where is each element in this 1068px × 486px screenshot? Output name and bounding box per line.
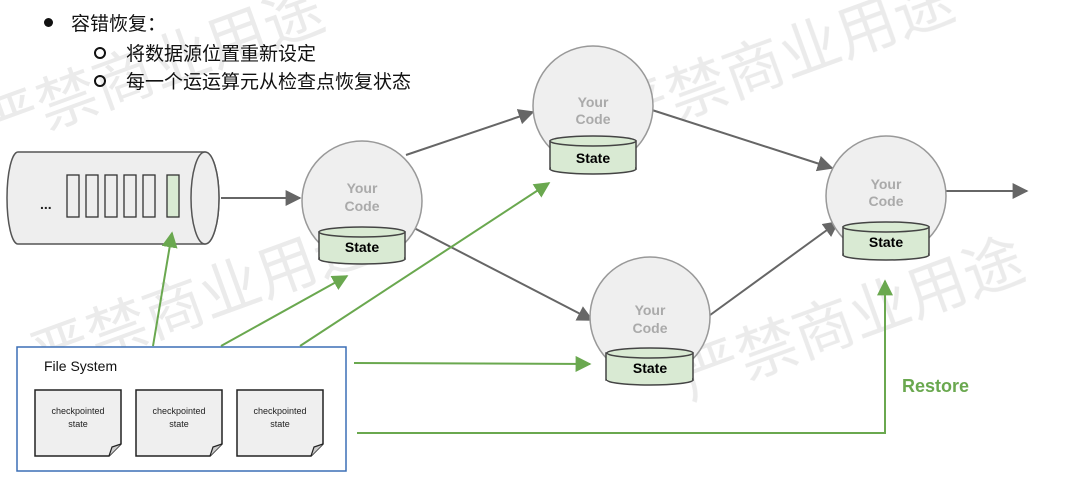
restore-arrow-op4 [357,279,893,434]
arrow-op1-to-op2 [405,109,535,156]
operator-title: Your [578,94,609,110]
operator-4: Your Code State [825,135,947,261]
operator-title: Code [633,320,668,336]
operator-title: Your [347,180,378,196]
file-label: state [169,419,189,429]
operator-2: Your Code State [532,45,654,175]
restore-arrow-op3 [353,355,592,372]
bullet-sub-1: 将数据源位置重新设定 [94,42,316,66]
arrow-op3-to-op4 [705,221,840,319]
operator-1: Your Code State [301,140,423,265]
bullet-ring-icon [94,74,106,87]
state-cylinder: State [549,135,637,175]
restore-label: Restore [902,376,969,396]
state-label: State [633,360,667,376]
state-label: State [576,150,610,166]
operator-title: Your [635,302,666,318]
file-system-title: File System [44,358,117,374]
arrow-op1-to-op3 [413,227,594,321]
file-system: File System checkpointed state checkpoin… [16,346,347,472]
bullet-ring-icon [94,46,106,59]
source-ellipsis: ... [40,196,52,212]
operator-title: Code [345,198,380,214]
file-label: checkpointed [152,406,205,416]
restore-arrow-op2 [299,182,551,347]
checkpoint-file-3: checkpointed state [236,389,324,457]
restore-arrow-op1 [220,275,349,347]
operator-title: Code [869,193,904,209]
bullet-sub-text: 将数据源位置重新设定 [126,43,317,65]
file-label: state [270,419,290,429]
state-label: State [345,239,379,255]
operator-title: Your [871,176,902,192]
bullet-main: 容错恢复： [44,12,166,36]
record [123,174,137,218]
file-label: state [68,419,88,429]
file-label: checkpointed [51,406,104,416]
state-cylinder: State [842,221,930,261]
checkpoint-file-1: checkpointed state [34,389,122,457]
record [85,174,99,218]
state-cylinder: State [318,226,406,265]
watermark-text-3: 严禁商业用途 [602,0,963,152]
file-label: checkpointed [253,406,306,416]
operator-3: Your Code State [589,256,711,386]
state-cylinder: State [605,347,694,386]
bullet-sub-2: 每一个运运算元从检查点恢复状态 [94,70,411,94]
arrow-op2-to-op4 [651,109,834,172]
source-stream: ... [6,151,220,245]
operator-title: Code [576,111,611,127]
restore-arrows [152,182,893,434]
record-checkpoint-position [166,174,180,218]
bullet-dot-icon [44,18,53,27]
bullet-main-text: 容错恢复： [71,13,167,35]
state-label: State [869,234,903,250]
checkpoint-file-2: checkpointed state [135,389,223,457]
record [104,174,118,218]
record [66,174,80,218]
restore-arrow-source [152,231,178,347]
data-flow-arrows [221,109,1029,321]
bullet-sub-text: 每一个运运算元从检查点恢复状态 [126,71,412,93]
record [142,174,156,218]
source-records [66,174,180,218]
